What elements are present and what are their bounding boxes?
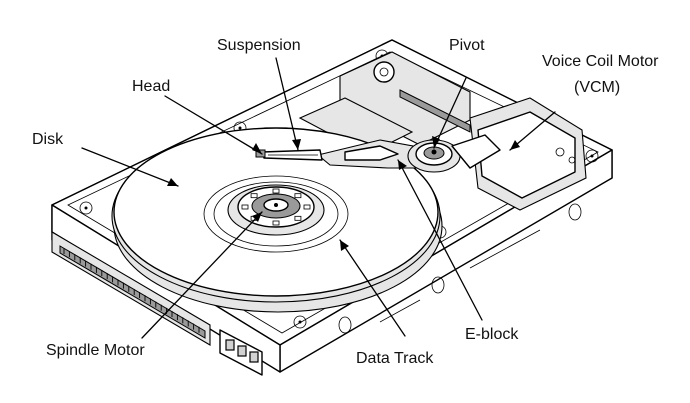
label-head: Head [132,78,170,95]
label-e-block: E-block [465,326,519,343]
hub-slot [272,220,280,226]
hub-slot [272,188,280,194]
spindle-leader [141,211,263,339]
callout-lines [81,57,556,339]
label-pivot: Pivot [449,37,485,54]
hub-slot [303,204,311,210]
labels: Suspension Pivot Voice Coil Motor (VCM) … [32,37,659,367]
hub-slot [294,193,302,199]
hub-slot [294,215,302,221]
side-holes [338,203,582,334]
label-vcm-line2: (VCM) [574,79,620,96]
hub-slot [241,204,249,210]
mounting-screws [79,49,599,329]
hub-slots [241,188,311,226]
label-data-track: Data Track [356,350,434,367]
back-components [298,51,471,155]
interface-connector [51,231,263,376]
label-vcm-line1: Voice Coil Motor [542,53,659,70]
label-disk: Disk [32,131,64,148]
label-spindle-motor: Spindle Motor [46,342,145,359]
connector-pins [63,248,200,333]
e-block-leader [397,159,483,321]
pivot-leader [433,77,467,149]
head-leader [164,95,263,155]
label-suspension: Suspension [217,37,301,54]
suspension-leader [275,57,299,151]
hub-slot [250,193,258,199]
voice-coil-motor [469,97,587,211]
disk-leader [81,147,179,187]
data-track-ring [203,175,349,253]
data-track-leader [339,239,406,337]
spindle-hub [227,184,325,236]
